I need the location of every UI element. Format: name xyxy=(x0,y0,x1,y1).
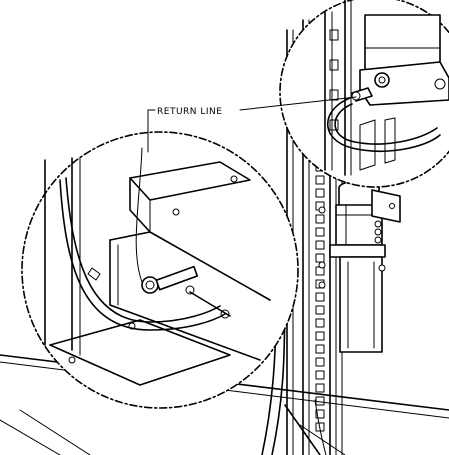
column-slot xyxy=(315,305,325,315)
column-slot xyxy=(315,318,325,328)
column-slot xyxy=(315,383,325,393)
column-slot xyxy=(315,396,325,406)
return-line-callout: RETURN LINE xyxy=(147,96,357,153)
column-slot-holes xyxy=(315,149,325,432)
column-slot xyxy=(315,344,325,354)
detail-view-left xyxy=(21,131,299,409)
column-slot xyxy=(315,357,325,367)
column-slot xyxy=(315,292,325,302)
detail-left-contents xyxy=(44,147,271,386)
column-slot xyxy=(315,188,325,198)
return-line-label: RETURN LINE xyxy=(157,107,222,117)
column-slot xyxy=(315,331,325,341)
column-slot xyxy=(315,370,325,380)
column-slot xyxy=(315,214,325,224)
column-slot xyxy=(315,227,325,237)
column-slot xyxy=(315,409,325,419)
detail-view-right xyxy=(279,0,449,188)
return-line-leader xyxy=(147,109,156,116)
detail-right-contents xyxy=(324,0,449,176)
column-slot xyxy=(315,175,325,185)
column-slot xyxy=(315,240,325,250)
column-slot xyxy=(315,253,325,263)
power-unit xyxy=(318,180,401,353)
